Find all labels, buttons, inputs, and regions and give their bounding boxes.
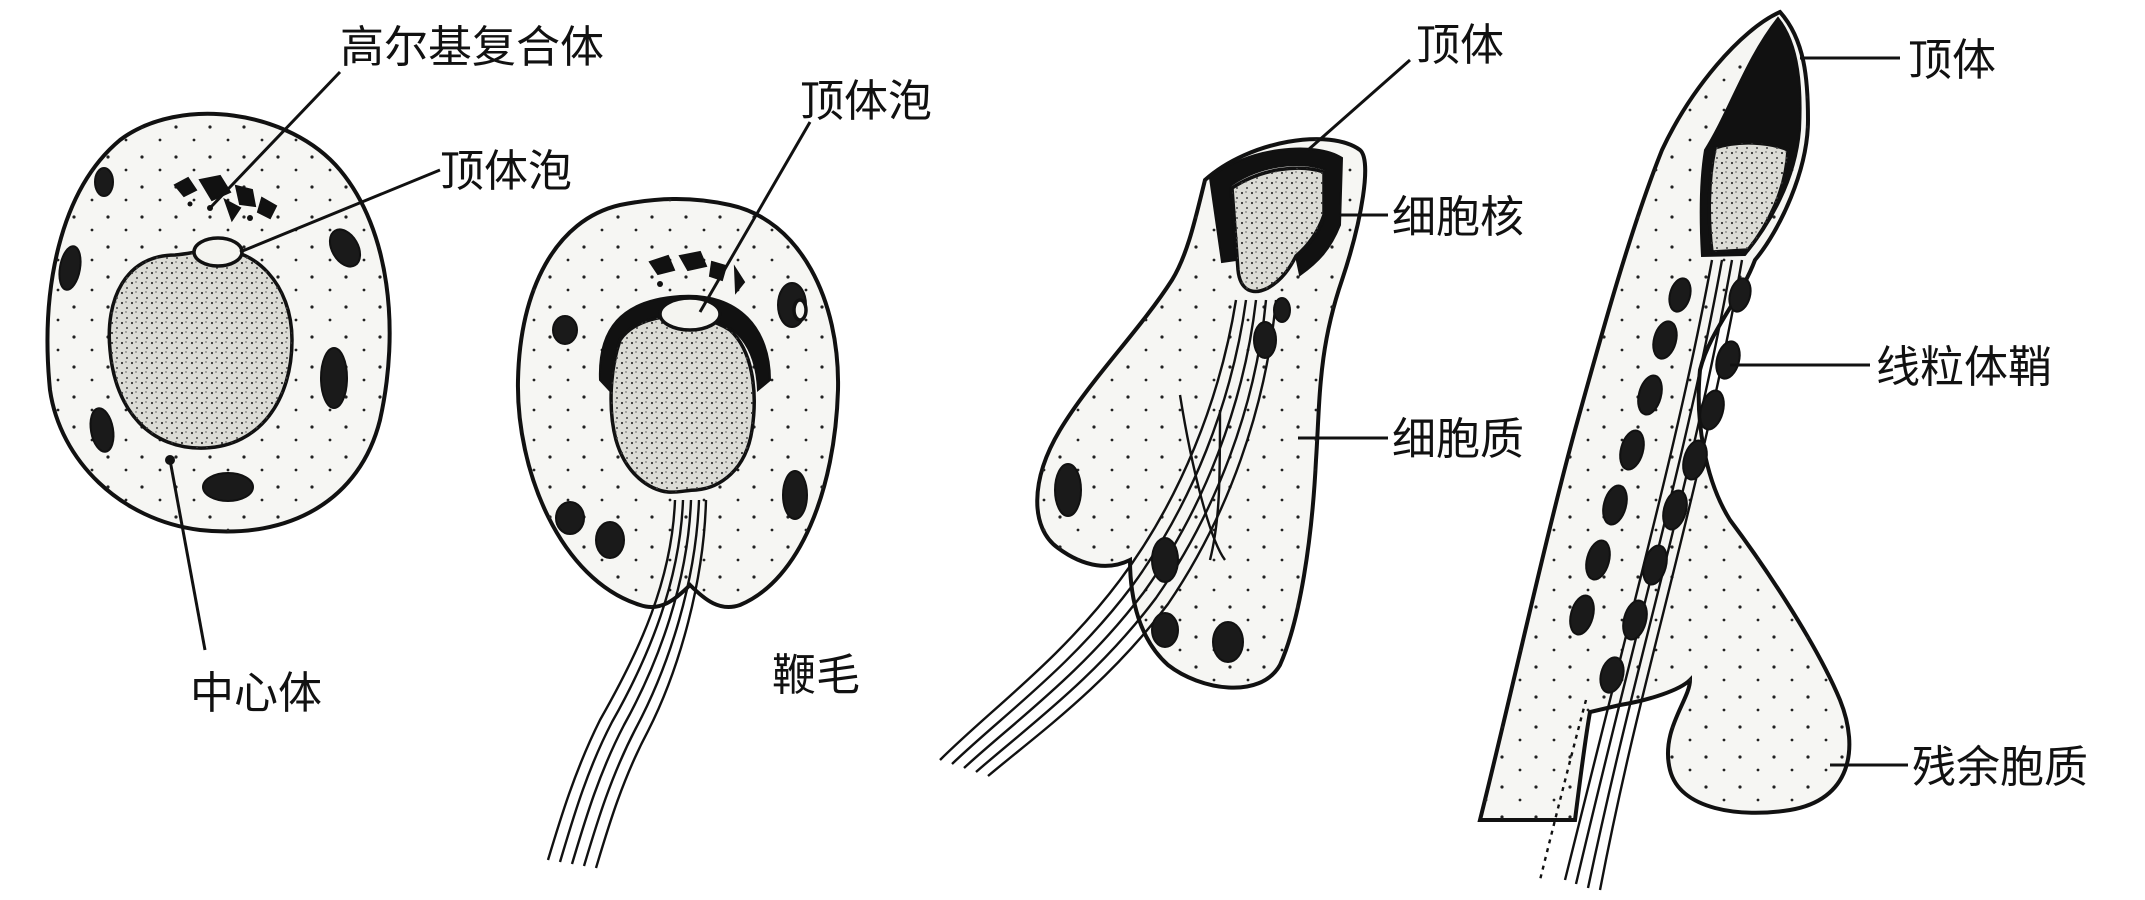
stage-3-acrosome (1208, 147, 1344, 277)
stage-4-residual-label: 残余胞质 (1912, 742, 2088, 793)
stage-2-acrosomal-vesicle (658, 296, 722, 332)
stage-1-vesicle-label: 顶体泡 (440, 146, 572, 197)
stage-2-flagellum (546, 499, 708, 869)
stage-3-cytoplasm-label: 细胞质 (1392, 414, 1524, 465)
stage-2-spermatid: 顶体泡 鞭毛 (515, 76, 932, 869)
stage-3-acrosome-label: 顶体 (1416, 20, 1504, 71)
stage-1-golgi-complex (173, 174, 278, 223)
stage-1-mitochondria (58, 167, 362, 502)
stage-1-centriole-label: 中心体 (190, 668, 322, 719)
stage-2-flagellum-label: 鞭毛 (772, 650, 860, 701)
stage-1-acrosomal-vesicle (192, 236, 244, 268)
stage-3-nucleus-label: 细胞核 (1392, 192, 1524, 243)
stage-4-acrosome-label: 顶体 (1908, 35, 1996, 86)
stage-3-acrosome-leader (1307, 58, 1411, 152)
stage-4-sheath-label: 线粒体鞘 (1876, 342, 2052, 393)
stage-1-spermatid: 高尔基复合体 顶体泡 中心体 (45, 22, 604, 719)
stage-2-mitochondria (552, 282, 808, 559)
stage-4-mitochondrial-sheath (1569, 277, 1752, 694)
stage-1-vesicle-leader (239, 168, 441, 254)
stage-1-golgi-label: 高尔基复合体 (340, 22, 604, 73)
stage-3-spermatid: 顶体 细胞核 细胞质 (939, 20, 1524, 777)
stage-3-flagellum (939, 299, 1278, 777)
stage-4-spermatozoon: 顶体 线粒体鞘 残余胞质 (1477, 9, 2088, 891)
stage-2-vesicle-leader (698, 121, 812, 313)
stage-1-centriole-leader (168, 459, 207, 651)
stage-2-golgi-complex (648, 250, 746, 295)
stage-1-golgi-leader (208, 70, 342, 210)
stage-3-mitochondria (1054, 297, 1291, 663)
stage-2-vesicle-label: 顶体泡 (800, 76, 932, 127)
